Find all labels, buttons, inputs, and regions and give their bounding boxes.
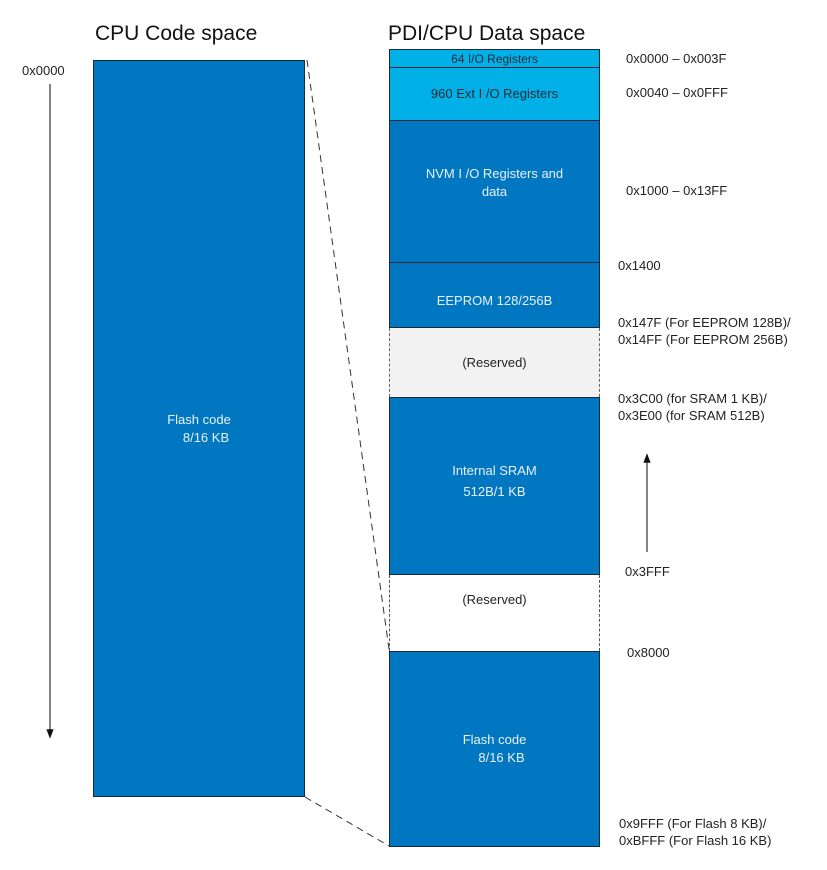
address-nvm: 0x1000 – 0x13FF xyxy=(626,183,728,198)
data-flash-size: 8/16 KB xyxy=(478,750,525,765)
io-registers-block: 64 I/O Registers xyxy=(389,49,600,68)
address-flash-start: 0x8000 xyxy=(627,645,670,660)
code-flash-label: Flash code xyxy=(167,411,231,427)
data-flash-block: Flash code 8/16 KB xyxy=(389,651,600,847)
ext-io-registers-block: 960 Ext I /O Registers xyxy=(389,67,600,121)
code-flash-block: Flash code 8/16 KB xyxy=(93,60,305,797)
code-flash-size: 8/16 KB xyxy=(182,429,230,445)
reserved-label-1: (Reserved) xyxy=(462,354,527,370)
address-eeprom-end-256: 0x14FF (For EEPROM 256B) xyxy=(618,332,788,347)
nvm-label-line1: NVM I /O Registers and xyxy=(425,165,564,181)
ext-io-registers-label: 960 Ext I /O Registers xyxy=(430,86,559,101)
sram-size: 512B/1 KB xyxy=(463,484,526,499)
nvm-label-line2: data xyxy=(481,183,508,199)
eeprom-label: EEPROM 128/256B xyxy=(436,293,553,308)
address-ext-io: 0x0040 – 0x0FFF xyxy=(626,85,728,100)
address-sram-start-1kb: 0x3C00 (for SRAM 1 KB)/ xyxy=(618,391,767,406)
address-sram-start-512b: 0x3E00 (for SRAM 512B) xyxy=(618,408,765,423)
address-eeprom-end-128: 0x147F (For EEPROM 128B)/ xyxy=(618,315,791,330)
address-flash-end-8kb: 0x9FFF (For Flash 8 KB)/ xyxy=(619,816,767,831)
address-sram-end: 0x3FFF xyxy=(625,564,670,579)
reserved-block-2: (Reserved) xyxy=(389,575,600,651)
nvm-registers-block: NVM I /O Registers and data xyxy=(389,120,600,263)
code-space-title: CPU Code space xyxy=(95,22,258,45)
io-registers-label: 64 I/O Registers xyxy=(451,51,538,66)
reserved-block-1: (Reserved) xyxy=(389,328,600,397)
sram-block: Internal SRAM 512B/1 KB xyxy=(389,397,600,575)
sram-label: Internal SRAM xyxy=(452,463,537,478)
data-space-title: PDI/CPU Data space xyxy=(388,22,586,45)
eeprom-block: EEPROM 128/256B xyxy=(389,262,600,328)
mapping-top-dashed-line xyxy=(306,59,390,650)
reserved-label-2: (Reserved) xyxy=(462,592,527,607)
address-eeprom-start: 0x1400 xyxy=(618,258,661,273)
address-flash-end-16kb: 0xBFFF (For Flash 16 KB) xyxy=(619,833,772,848)
data-flash-label: Flash code xyxy=(462,732,527,747)
code-start-address: 0x0000 xyxy=(22,63,65,78)
address-io: 0x0000 – 0x003F xyxy=(626,51,727,66)
mapping-bottom-dashed-line xyxy=(304,796,390,847)
